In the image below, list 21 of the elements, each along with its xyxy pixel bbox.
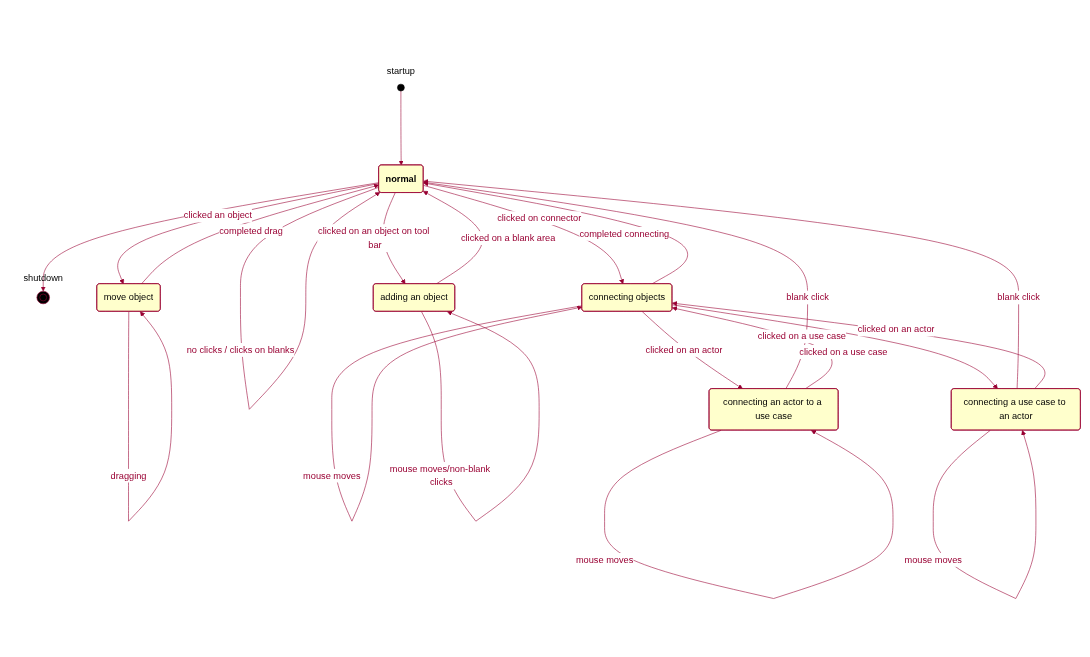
edge-label: mouse moves xyxy=(575,555,634,565)
edge-label: completed connecting xyxy=(579,229,670,239)
edge-label: clicked on an actor xyxy=(645,345,723,355)
edge-label: clicked on a use case xyxy=(757,331,846,342)
edge-label: clicked on an actor xyxy=(857,324,935,335)
edge-label: mouse moves xyxy=(303,470,361,481)
node-label: shutdown xyxy=(23,273,63,284)
edge-label: clicked an object xyxy=(183,210,253,221)
edge-label: clicked on a use case xyxy=(799,347,888,357)
edge-label: clicked on a blank area xyxy=(460,233,556,244)
edge-label: clicked on an object on tool bar xyxy=(318,226,430,251)
edge-label: blank click xyxy=(997,292,1040,303)
edge-label: no clicks / clicks on blanks xyxy=(186,345,295,355)
edge-label: clicked on connector xyxy=(497,213,582,224)
edge-label: dragging xyxy=(110,470,147,481)
node-label: startup xyxy=(386,66,416,77)
edge-label: blank click xyxy=(786,292,829,303)
node-circle xyxy=(397,84,405,92)
edge-label: mouse moves/non-blank clicks xyxy=(389,463,491,488)
edge-label: completed drag xyxy=(219,226,283,237)
edge-label: mouse moves xyxy=(904,555,962,565)
